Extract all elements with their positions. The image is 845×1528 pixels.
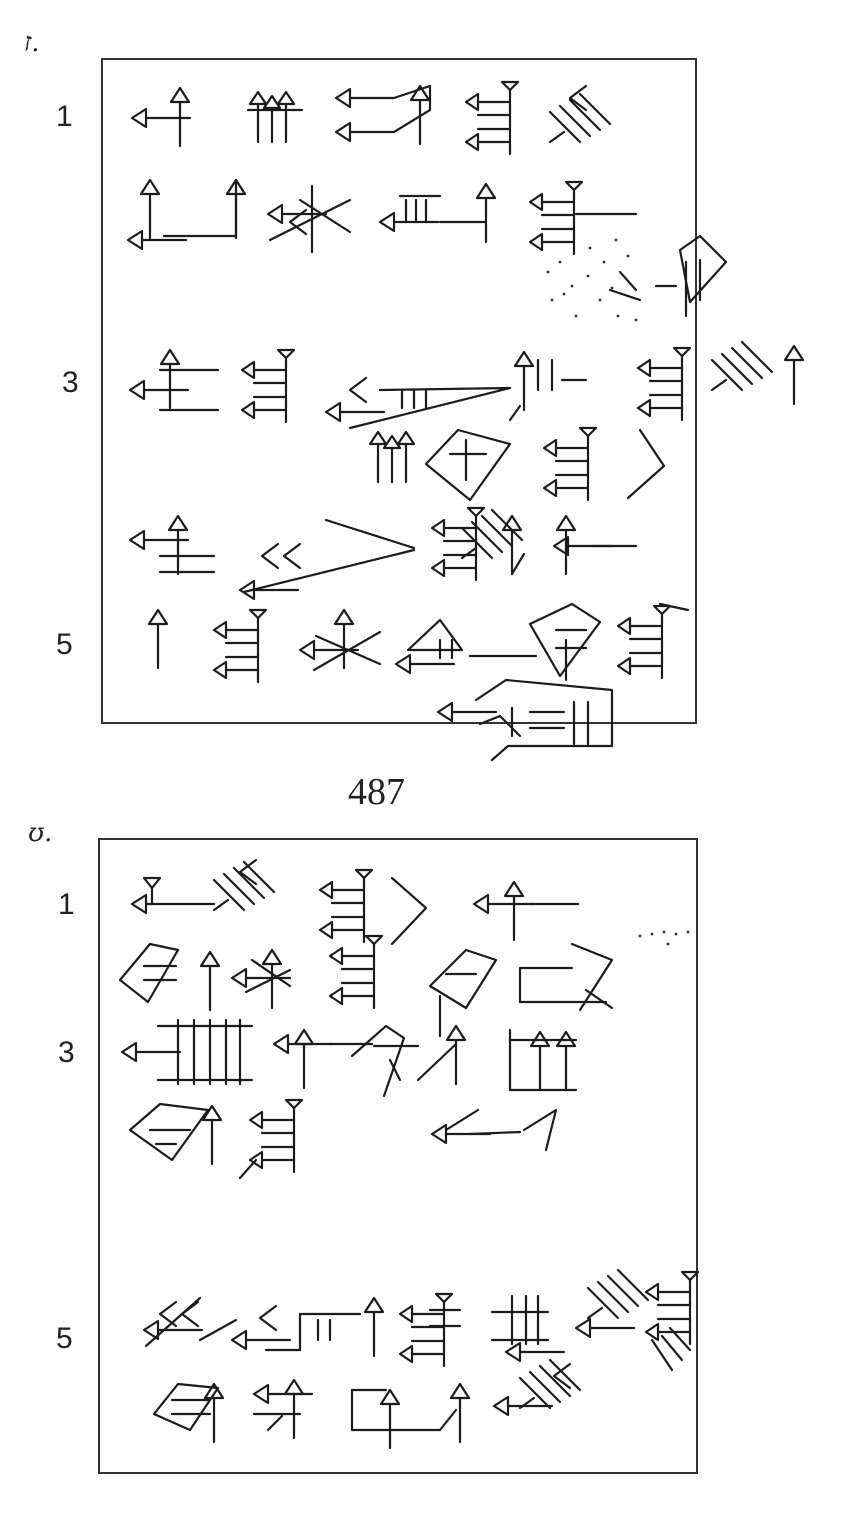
tablet-number: 487	[348, 771, 405, 813]
upper-tablet-frame	[101, 58, 697, 724]
upper-line-number-1: 1	[56, 100, 73, 133]
damaged-area	[638, 930, 690, 946]
lower-line-number-5: 5	[56, 1322, 73, 1355]
lower-side-mark: ʊ.	[28, 818, 53, 848]
lower-tablet-frame	[98, 838, 698, 1474]
upper-line-number-3: 3	[62, 366, 79, 399]
damaged-area	[546, 238, 638, 322]
upper-line-number-5: 5	[56, 628, 73, 661]
lower-line-number-3: 3	[58, 1036, 75, 1069]
upper-side-mark: ז.	[24, 28, 40, 58]
lower-line-number-1: 1	[58, 888, 75, 921]
